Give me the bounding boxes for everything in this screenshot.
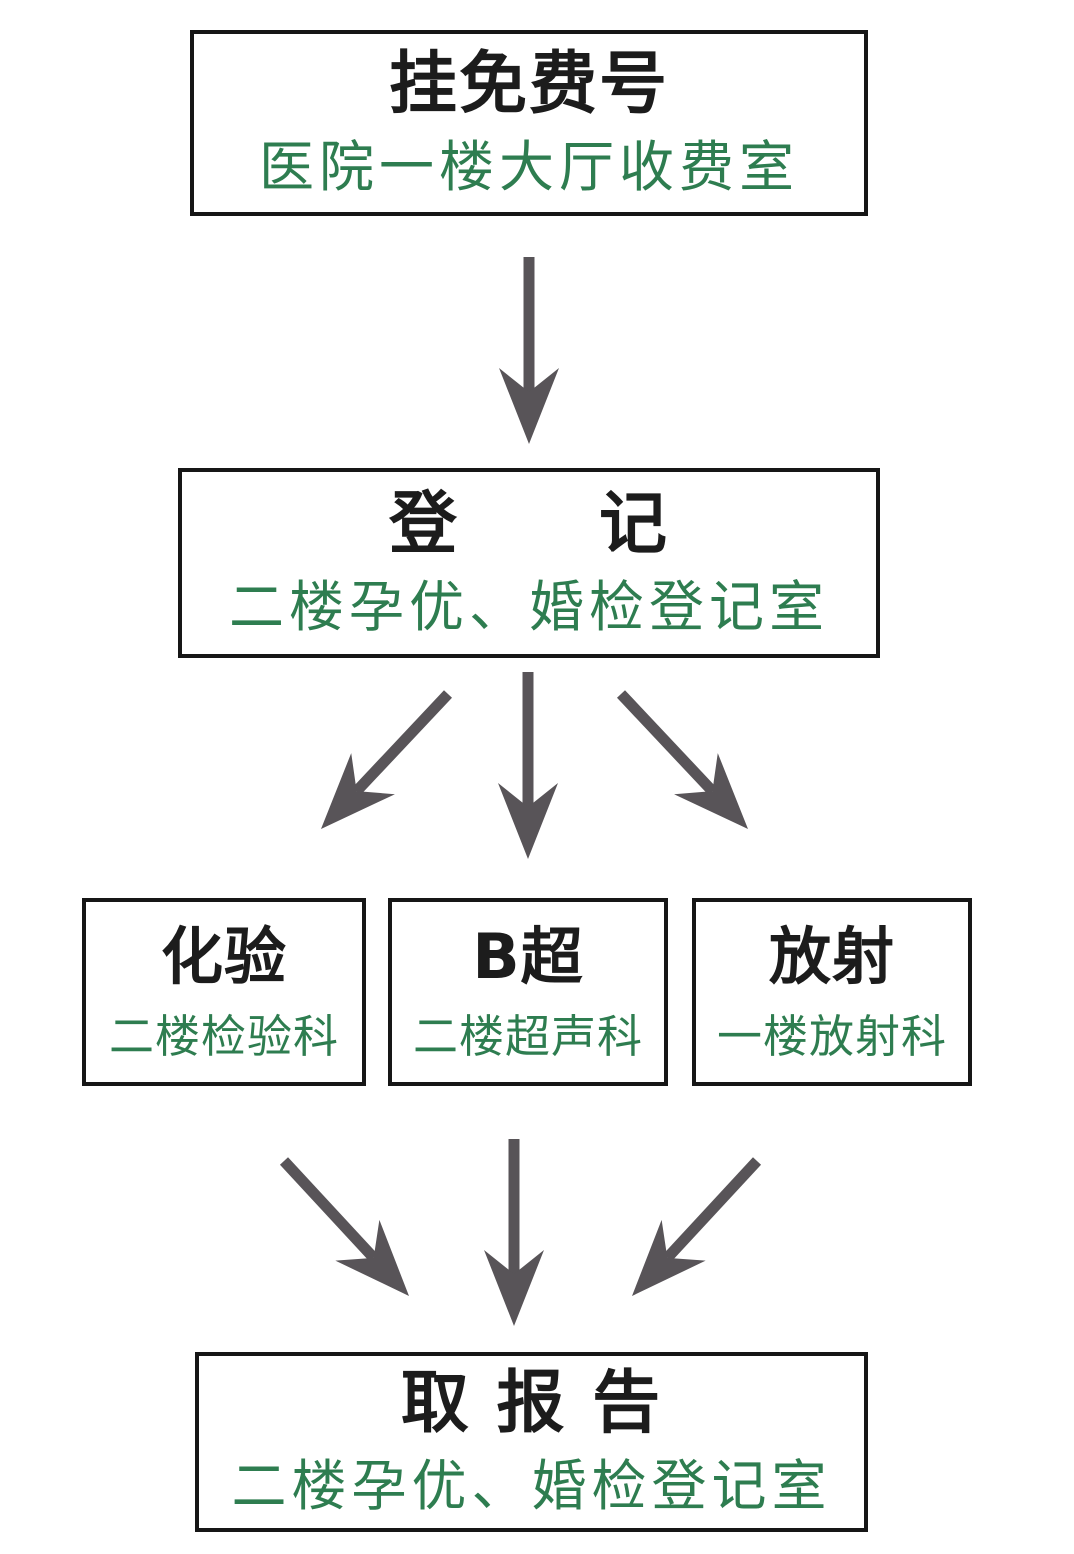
- node-radiology: 放射 一楼放射科: [692, 898, 972, 1086]
- flow-arrow-lab-report: [279, 1157, 409, 1296]
- node-location: 二楼超声科: [412, 1009, 643, 1063]
- flow-arrow-ultrasound-report: [484, 1139, 544, 1326]
- node-register: 挂免费号 医院一楼大厅收费室: [190, 30, 868, 216]
- flow-arrow-checkin-ultrasound: [498, 672, 558, 859]
- node-report: 取 报 告 二楼孕优、婚检登记室: [195, 1352, 868, 1532]
- node-title: 放射: [768, 919, 895, 993]
- node-title: 挂免费号: [388, 45, 669, 125]
- node-checkin: 登 记 二楼孕优、婚检登记室: [178, 468, 880, 658]
- node-title: 取 报 告: [400, 1364, 663, 1444]
- flow-arrow-register-checkin: [499, 257, 559, 444]
- node-lab: 化验 二楼检验科: [82, 898, 366, 1086]
- node-location: 二楼检验科: [108, 1009, 339, 1063]
- flow-arrow-radiology-report: [632, 1157, 762, 1296]
- node-location: 二楼孕优、婚检登记室: [231, 1453, 832, 1518]
- flow-arrow-checkin-radiology: [616, 690, 748, 829]
- flow-arrow-checkin-lab: [321, 690, 453, 829]
- node-ultrasound: B超 二楼超声科: [388, 898, 668, 1086]
- node-location: 二楼孕优、婚检登记室: [228, 574, 829, 639]
- node-location: 一楼放射科: [716, 1009, 947, 1063]
- node-location: 医院一楼大厅收费室: [258, 134, 799, 199]
- node-title: 登 记: [388, 485, 669, 565]
- node-title: B超: [472, 919, 584, 993]
- node-title: 化验: [160, 919, 287, 993]
